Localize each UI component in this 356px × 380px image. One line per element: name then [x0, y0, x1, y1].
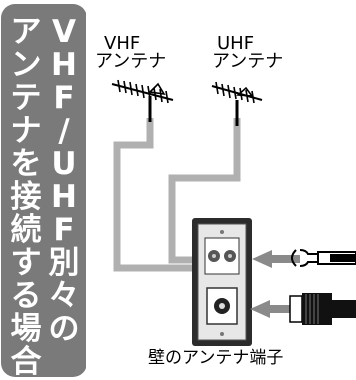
- vhf-antenna-label-line2: アンテナ: [95, 51, 167, 72]
- twin-lead-connector-icon: [291, 249, 356, 267]
- title-char: H: [51, 179, 77, 215]
- title-char: ナ: [10, 113, 42, 149]
- uhf-cable: [168, 118, 241, 264]
- title-char: 別: [48, 245, 80, 281]
- vhf-cable: [113, 118, 205, 272]
- antenna-cables: [113, 118, 241, 272]
- title-char: F: [53, 212, 75, 248]
- title-char: U: [51, 146, 77, 182]
- title-char: 場: [10, 311, 42, 347]
- vhf-antenna-icon: [111, 79, 174, 122]
- title-char: ン: [10, 47, 42, 83]
- arrow-to-twin-lead: [252, 250, 300, 268]
- title-char: る: [10, 278, 42, 314]
- uhf-antenna-label-line2: アンテナ: [212, 51, 284, 72]
- title-char: の: [48, 311, 80, 347]
- title-tab: ア ン テ ナ を 接 続 す る 場 合 V H F / U H F 別 々 …: [1, 4, 87, 379]
- arrow-to-coax: [250, 300, 290, 318]
- title-column-2: V H F / U H F 別 々 の: [46, 16, 82, 346]
- title-char: 接: [10, 179, 42, 215]
- title-char: 合: [10, 344, 42, 380]
- title-char: /: [58, 113, 70, 149]
- title-char: を: [10, 146, 42, 182]
- title-char: F: [53, 80, 75, 116]
- title-char: H: [51, 47, 77, 83]
- title-char: V: [52, 14, 76, 50]
- uhf-antenna-icon: [211, 81, 263, 126]
- title-char: す: [10, 245, 42, 281]
- title-char: ア: [10, 14, 42, 50]
- title-char: テ: [10, 80, 42, 116]
- title-char: 続: [10, 212, 42, 248]
- coax-plug-icon: [289, 293, 356, 325]
- vhf-antenna-label-line1: VHF: [104, 33, 141, 54]
- title-char: 々: [48, 278, 80, 314]
- uhf-antenna-label-line1: UHF: [217, 33, 255, 54]
- wall-terminal-label: 壁のアンテナ端子: [148, 348, 284, 368]
- title-column-1: ア ン テ ナ を 接 続 す る 場 合: [9, 16, 43, 379]
- arrow-icons: [250, 250, 300, 318]
- wall-antenna-terminal-icon: [192, 218, 252, 346]
